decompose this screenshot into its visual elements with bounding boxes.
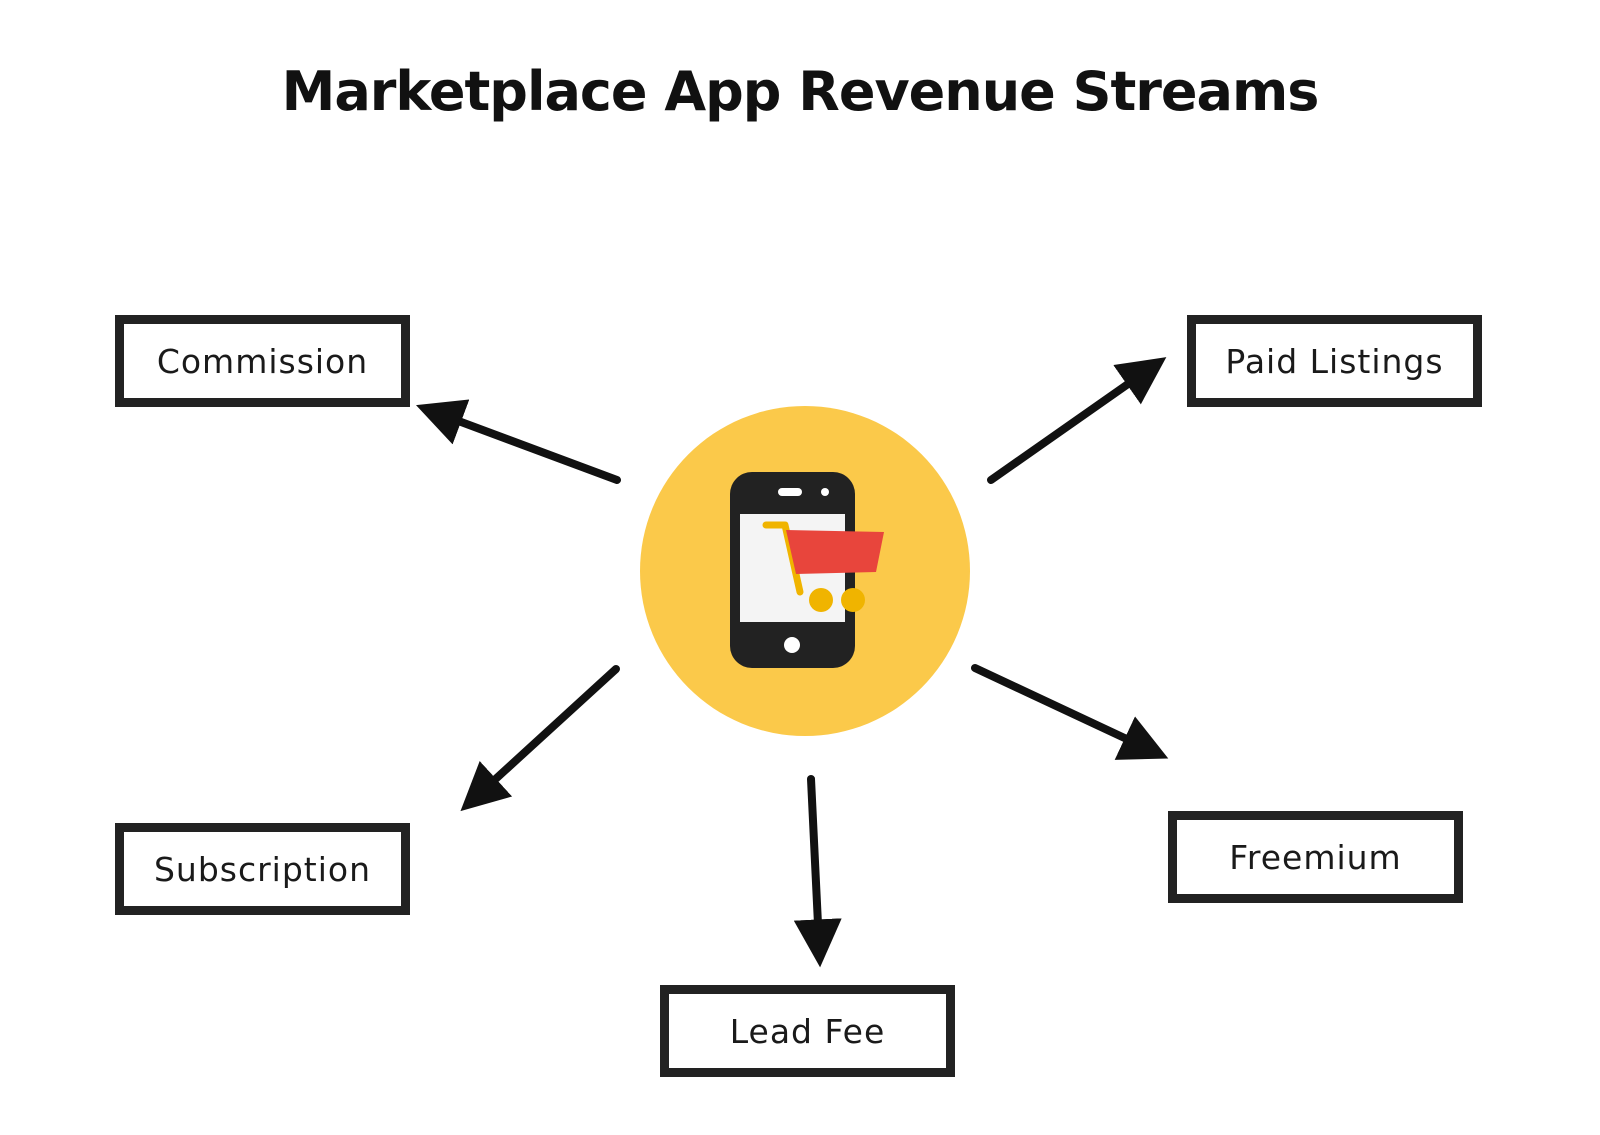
- arrow-to-subscription: [460, 665, 620, 812]
- arrow-to-lead-fee: [793, 775, 842, 968]
- node-commission: Commission: [115, 315, 410, 407]
- diagram-title: Marketplace App Revenue Streams: [281, 60, 1320, 123]
- node-freemium-label: Freemium: [1229, 837, 1402, 877]
- node-freemium: Freemium: [1168, 811, 1463, 903]
- cart-wheel-left: [809, 588, 833, 612]
- node-commission-label: Commission: [156, 341, 369, 381]
- phone-home-button: [784, 637, 800, 653]
- node-subscription: Subscription: [115, 823, 410, 915]
- arrow-to-freemium: [971, 664, 1169, 760]
- cart-basket: [786, 530, 884, 574]
- arrow-to-commission: [416, 399, 621, 484]
- node-paid-listings-label: Paid Listings: [1225, 341, 1444, 381]
- node-subscription-label: Subscription: [153, 849, 372, 889]
- node-lead-fee-label: Lead Fee: [729, 1011, 886, 1051]
- node-lead-fee: Lead Fee: [660, 985, 955, 1077]
- phone-camera: [821, 488, 829, 496]
- smartphone-shopping-cart-icon: [730, 472, 884, 668]
- cart-wheel-right: [841, 588, 865, 612]
- arrow-to-paid-listings: [987, 357, 1167, 484]
- node-paid-listings: Paid Listings: [1187, 315, 1482, 407]
- phone-speaker: [778, 488, 802, 496]
- cart-handle: [762, 521, 804, 596]
